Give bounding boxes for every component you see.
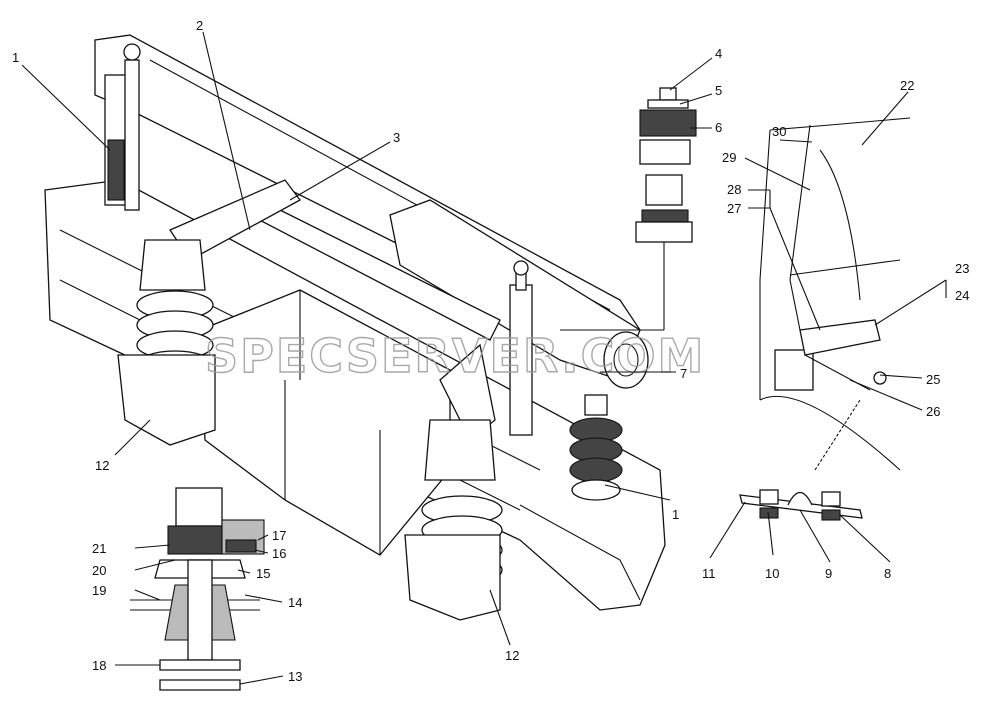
callout-30: 30 (772, 124, 786, 139)
callout-6: 6 (715, 120, 722, 135)
left-spring-bracket (117, 354, 216, 446)
callout-16: 16 (272, 546, 286, 561)
callout-5: 5 (715, 83, 722, 98)
callout-4: 4 (715, 46, 722, 61)
left-shock-rod (124, 59, 140, 211)
tube-end (603, 331, 649, 389)
cab-lock-plate (799, 319, 881, 356)
mount-section-detail (130, 487, 265, 691)
callout-15: 15 (256, 566, 270, 581)
callout-23: 23 (955, 261, 969, 276)
shock-mount-detail (560, 87, 697, 331)
callout-26: 26 (926, 404, 940, 419)
right-bump-stop (424, 419, 496, 481)
callout-3: 3 (393, 130, 400, 145)
leader-lines (21, 31, 947, 685)
main-assembly (44, 34, 666, 621)
callout-29: 29 (722, 150, 736, 165)
callout-19: 19 (92, 583, 106, 598)
callout-20: 20 (92, 563, 106, 578)
callout-27: 27 (727, 201, 741, 216)
callout-1-left: 1 (12, 50, 19, 65)
callout-28: 28 (727, 182, 741, 197)
bracket-detail (739, 489, 863, 521)
callout-13: 13 (288, 669, 302, 684)
callout-12-left: 12 (95, 458, 109, 473)
callout-12-right: 12 (505, 648, 519, 663)
cab-hinge (774, 349, 814, 391)
callout-22: 22 (900, 78, 914, 93)
watermark: SPECSERVER.COM (205, 329, 705, 383)
left-shock-boot (107, 139, 125, 201)
callout-labels: 1 2 3 4 5 6 7 8 9 10 11 12 12 13 14 15 1… (12, 18, 969, 684)
callout-17: 17 (272, 528, 286, 543)
bellows-bumper (569, 394, 623, 501)
callout-9: 9 (825, 566, 832, 581)
right-spring-bracket (404, 534, 501, 621)
left-bump-stop (139, 239, 206, 291)
callout-10: 10 (765, 566, 779, 581)
callout-24: 24 (955, 288, 969, 303)
callout-25: 25 (926, 372, 940, 387)
central-housing (199, 289, 451, 556)
callout-2: 2 (196, 18, 203, 33)
callout-18: 18 (92, 658, 106, 673)
callout-21: 21 (92, 541, 106, 556)
cab-detail (759, 117, 911, 471)
callout-8: 8 (884, 566, 891, 581)
callout-11: 11 (702, 566, 716, 581)
callout-1-right: 1 (672, 507, 679, 522)
callout-7: 7 (680, 366, 687, 381)
callout-14: 14 (288, 595, 302, 610)
